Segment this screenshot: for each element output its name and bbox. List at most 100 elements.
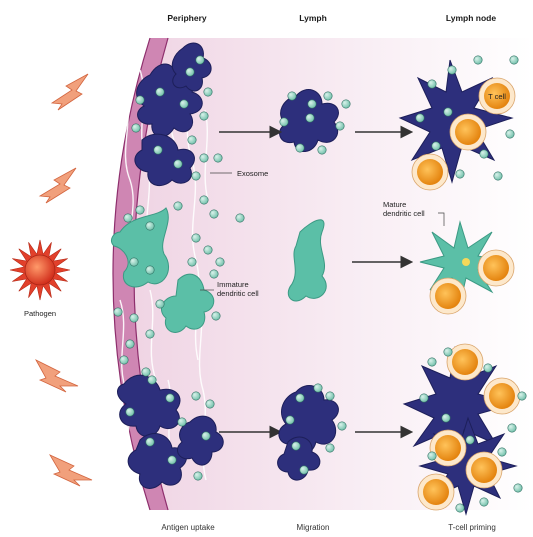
exosome-particle [153, 145, 163, 155]
mature-label-line2: dendritic cell [383, 209, 425, 218]
exosome-particle [455, 503, 465, 513]
exosome-particle [307, 99, 317, 109]
pathogen-icon [9, 239, 71, 301]
exosome-particle [305, 113, 315, 123]
exosome-particle [135, 205, 145, 215]
exosome-particle [299, 465, 309, 475]
exosome-particle [209, 269, 219, 279]
exosome-particle [173, 159, 183, 169]
exosome-particle [193, 471, 203, 481]
exosome-particle [141, 367, 151, 377]
exosome-particle [125, 407, 135, 417]
exosome-particle [317, 145, 327, 155]
exosome-particle [201, 431, 211, 441]
exosome-particle [167, 455, 177, 465]
exosome-particle [431, 141, 441, 151]
lightning-icon [38, 167, 77, 204]
exosome-particle [131, 123, 141, 133]
exosome-particle [191, 391, 201, 401]
dendritic-cell-navy [117, 374, 181, 437]
exosome-particle [187, 257, 197, 267]
dendritic-cell-navy [134, 133, 195, 187]
exosome-particle [279, 117, 289, 127]
exosome-label: Exosome [237, 169, 268, 178]
dendritic-cell-navy [171, 42, 212, 92]
header-lymph-node: Lymph node [446, 13, 496, 23]
exosome-particle [209, 209, 219, 219]
exosome-particle [483, 363, 493, 373]
immature-label-line2: dendritic cell [217, 289, 259, 298]
exosome-particle [125, 339, 135, 349]
exosome-particle [325, 443, 335, 453]
footer-tcell-priming: T-cell priming [448, 523, 496, 532]
lightning-icon [49, 454, 93, 487]
exosome-particle [213, 153, 223, 163]
exosome-particle [155, 87, 165, 97]
exosome-particle [427, 79, 437, 89]
mature-leader-line [438, 212, 445, 226]
exosome-particle [419, 393, 429, 403]
exosome-particle [199, 195, 209, 205]
exosome-particle [155, 299, 165, 309]
footer-antigen-uptake: Antigen uptake [161, 523, 215, 532]
t-cell [478, 77, 516, 115]
immature-dendritic-cell-teal [161, 273, 215, 333]
exosome-particle [173, 201, 183, 211]
exosome-particle [145, 221, 155, 231]
t-cell [483, 377, 521, 415]
exosome-particle [443, 347, 453, 357]
exosome-particle [505, 129, 515, 139]
exosome-particle [465, 435, 475, 445]
exosome-particle [341, 99, 351, 109]
exosome-particle [179, 99, 189, 109]
exosome-particle [165, 393, 175, 403]
exosome-particle [455, 169, 465, 179]
exosome-particle [497, 447, 507, 457]
exosome-particle [195, 55, 205, 65]
header-periphery: Periphery [167, 13, 206, 23]
exosome-particle [325, 391, 335, 401]
t-cell [417, 473, 455, 511]
exosome-particle [203, 87, 213, 97]
lightning-icon [50, 73, 89, 111]
exosome-particle [415, 113, 425, 123]
exosome-particle [295, 393, 305, 403]
exosome-particle [199, 153, 209, 163]
exosome-particle [199, 111, 209, 121]
exosome-particle [447, 65, 457, 75]
exosome-particle [473, 55, 483, 65]
exosome-particle [177, 417, 187, 427]
exosome-particle [185, 67, 195, 77]
exosome-particle [441, 413, 451, 423]
exosome-particle [337, 421, 347, 431]
exosome-particle [513, 483, 523, 493]
exosome-particle [479, 149, 489, 159]
exosome-particle [427, 357, 437, 367]
exosome-particle [145, 437, 155, 447]
exosome-particle [215, 257, 225, 267]
exosome-particle [509, 55, 519, 65]
t-cell [429, 277, 467, 315]
exosome-particle [113, 307, 123, 317]
exosome-particle [211, 311, 221, 321]
exosome-particle [285, 415, 295, 425]
exosome-particle [129, 313, 139, 323]
header-lymph: Lymph [299, 13, 327, 23]
t-cell [477, 249, 515, 287]
t-cell [429, 429, 467, 467]
exosome-particle [443, 107, 453, 117]
exosome-particle [335, 121, 345, 131]
t-cell [449, 113, 487, 151]
exosome-particle [147, 375, 157, 385]
exosome-particle [235, 213, 245, 223]
exosome-particle [287, 91, 297, 101]
exosome-particle [507, 423, 517, 433]
exosome-particle [313, 383, 323, 393]
exosome-particle [145, 265, 155, 275]
exosome-particle [203, 245, 213, 255]
t-cell [446, 343, 484, 381]
exosome-particle [493, 171, 503, 181]
dendritic-cell-navy [127, 433, 187, 489]
t-cell [465, 451, 503, 489]
